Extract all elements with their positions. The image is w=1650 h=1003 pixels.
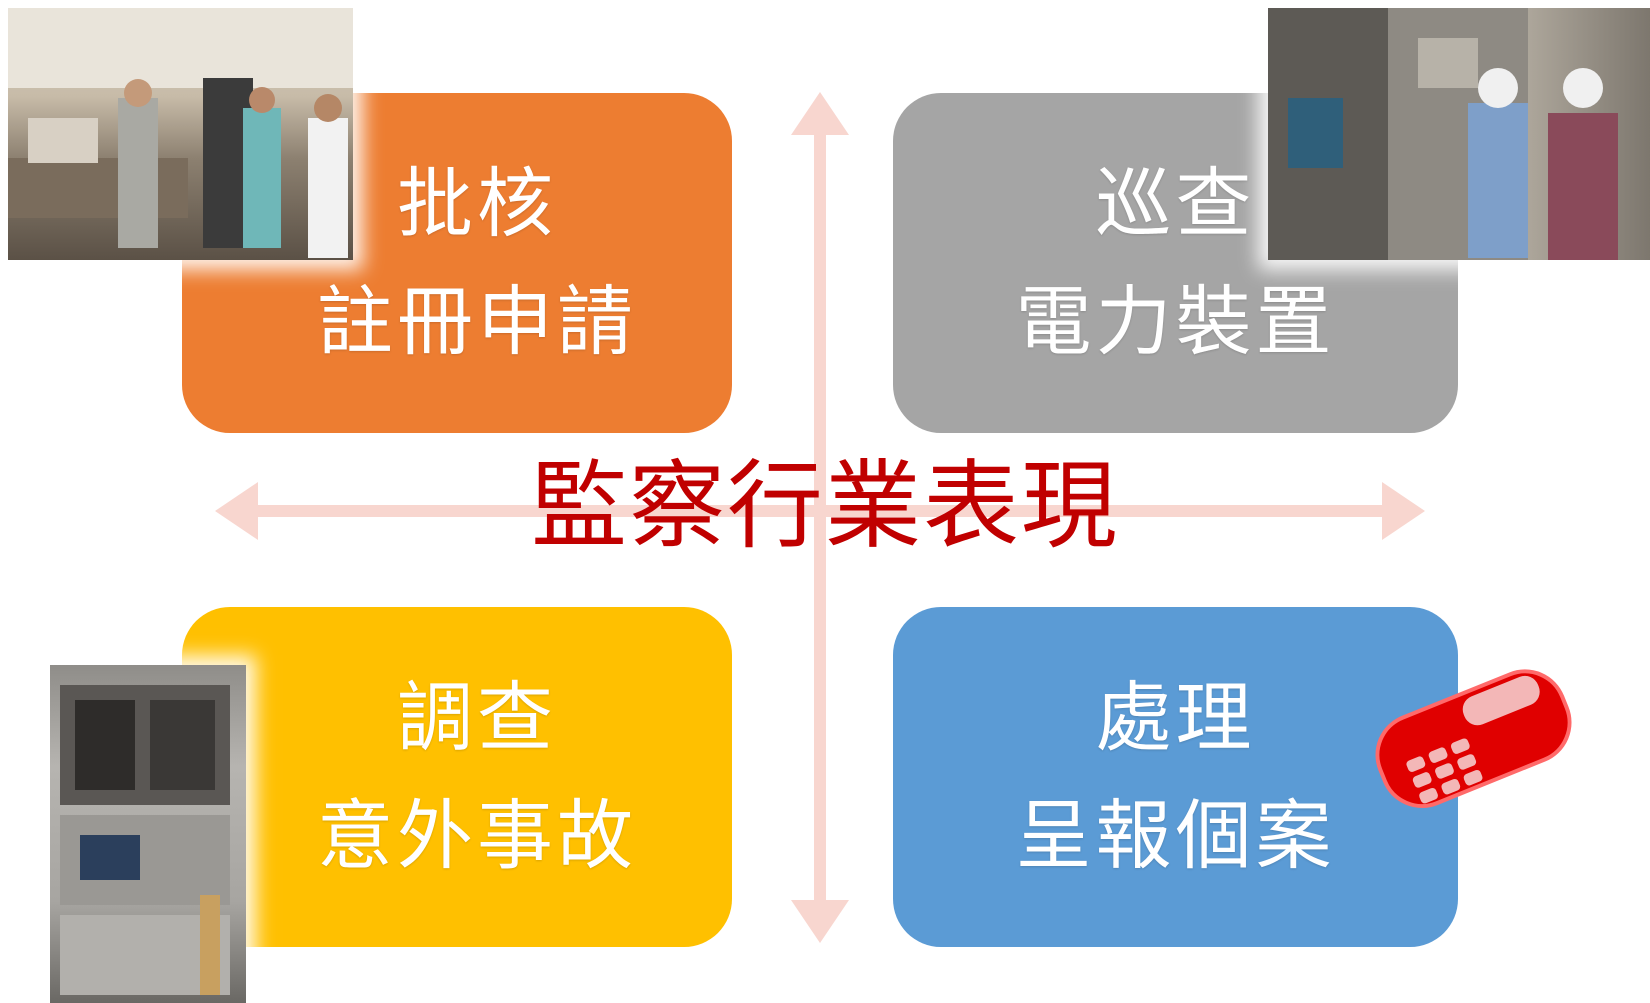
quadrant-br-line1: 處理 <box>1095 673 1256 763</box>
quadrant-tr-line1: 巡查 <box>1095 159 1256 249</box>
down-arrowhead <box>791 900 849 943</box>
left-arrowhead <box>215 482 258 540</box>
right-arrowhead <box>1382 482 1425 540</box>
quadrant-tl-line1: 批核 <box>397 159 557 249</box>
electrical-inspection-photo <box>1268 8 1650 260</box>
up-arrowhead <box>791 92 849 135</box>
quadrant-approve-registration: 批核 註冊申請 <box>182 93 732 433</box>
vertical-arrow-shaft <box>814 130 826 905</box>
quadrant-bl-line1: 調查 <box>397 673 557 763</box>
quadrant-inspect-installations: 巡查 電力裝置 <box>893 93 1458 433</box>
burnt-switchgear-photo <box>50 665 246 1003</box>
quadrant-tl-line2: 註冊申請 <box>317 277 637 366</box>
quadrant-investigate-accidents: 調查 意外事故 <box>182 607 732 947</box>
center-title: 監察行業表現 <box>531 450 1119 562</box>
quadrant-tr-line2: 電力裝置 <box>1015 277 1336 366</box>
quadrant-br-line2: 呈報個案 <box>1015 791 1336 880</box>
quadrant-handle-reports: 處理 呈報個案 <box>893 607 1458 947</box>
red-phone-icon <box>1375 669 1572 808</box>
quadrant-bl-line2: 意外事故 <box>317 791 637 880</box>
office-counter-photo <box>8 8 353 260</box>
